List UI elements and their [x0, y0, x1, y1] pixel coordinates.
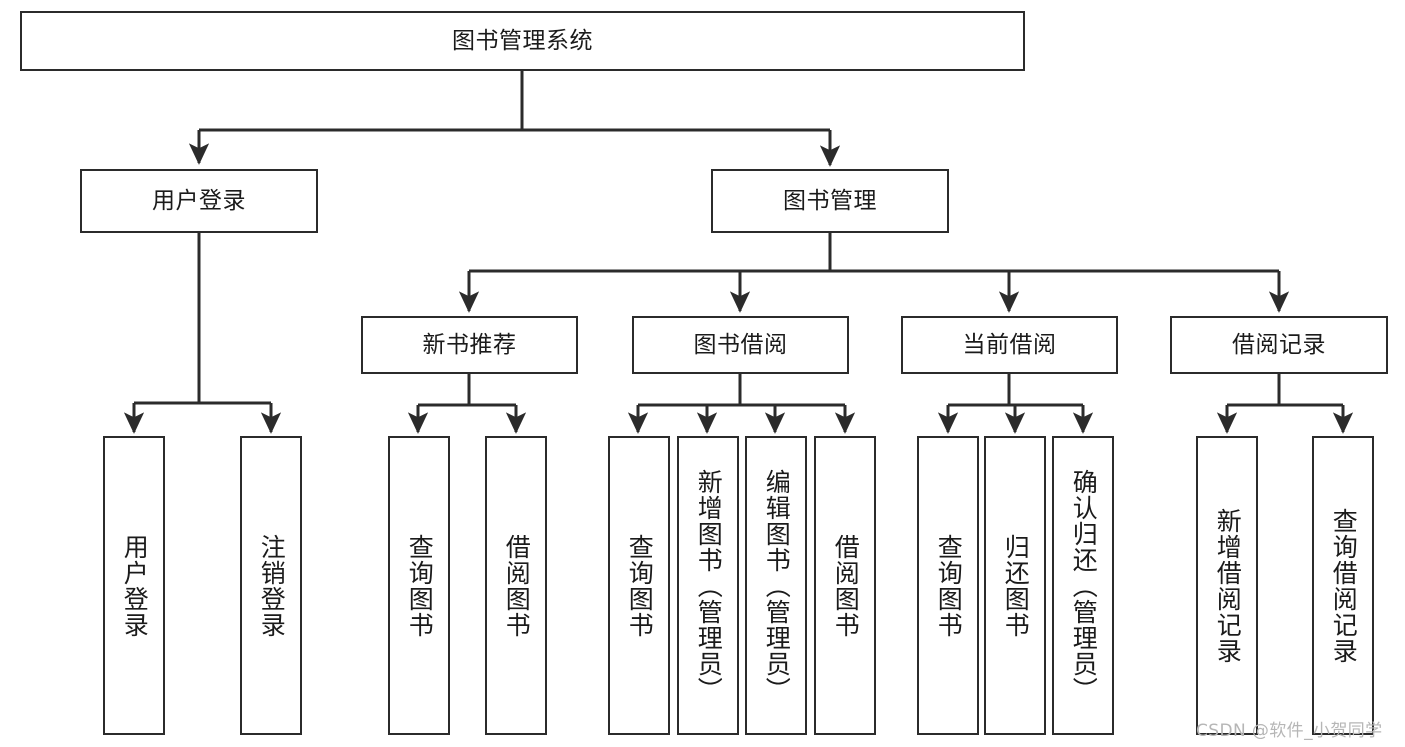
node-leaf-edit-book[interactable]: 编辑图书（管理员）	[745, 436, 807, 735]
node-leaf-add-book[interactable]: 新增图书（管理员）	[677, 436, 739, 735]
node-new-book-rec-label: 新书推荐	[422, 331, 517, 358]
node-book-mgmt[interactable]: 图书管理	[711, 169, 949, 233]
node-leaf-logout-label: 注销登录	[257, 533, 287, 638]
node-leaf-borrow-book-1-label: 借阅图书	[502, 533, 532, 638]
node-leaf-query-book-1-label: 查询图书	[405, 533, 435, 638]
node-new-book-rec[interactable]: 新书推荐	[361, 316, 578, 374]
node-leaf-borrow-book-2-label: 借阅图书	[831, 533, 861, 638]
node-current-borrow[interactable]: 当前借阅	[901, 316, 1118, 374]
node-leaf-add-record-label: 新增借阅记录	[1213, 507, 1243, 664]
node-leaf-edit-book-label: 编辑图书（管理员）	[762, 468, 792, 703]
node-book-borrow[interactable]: 图书借阅	[632, 316, 849, 374]
node-leaf-query-record[interactable]: 查询借阅记录	[1312, 436, 1374, 735]
node-current-borrow-label: 当前借阅	[962, 331, 1057, 358]
node-leaf-confirm-return-label: 确认归还（管理员）	[1069, 468, 1099, 703]
node-leaf-query-book-3[interactable]: 查询图书	[917, 436, 979, 735]
node-leaf-borrow-book-2[interactable]: 借阅图书	[814, 436, 876, 735]
node-leaf-borrow-book-1[interactable]: 借阅图书	[485, 436, 547, 735]
node-leaf-query-record-label: 查询借阅记录	[1329, 507, 1359, 664]
watermark: CSDN @软件_小贺同学	[1196, 721, 1383, 741]
node-book-borrow-label: 图书借阅	[693, 331, 788, 358]
node-leaf-user-login-label: 用户登录	[120, 533, 150, 638]
node-leaf-return-book[interactable]: 归还图书	[984, 436, 1046, 735]
node-leaf-add-book-label: 新增图书（管理员）	[694, 468, 724, 703]
node-user-login[interactable]: 用户登录	[80, 169, 318, 233]
node-leaf-return-book-label: 归还图书	[1001, 533, 1031, 638]
node-book-mgmt-label: 图书管理	[783, 187, 877, 214]
node-leaf-query-book-3-label: 查询图书	[934, 533, 964, 638]
node-leaf-logout[interactable]: 注销登录	[240, 436, 302, 735]
node-user-login-label: 用户登录	[152, 187, 246, 214]
node-leaf-query-book-2[interactable]: 查询图书	[608, 436, 670, 735]
node-borrow-record-label: 借阅记录	[1232, 331, 1326, 358]
node-leaf-query-book-2-label: 查询图书	[625, 533, 655, 638]
node-root-label: 图书管理系统	[452, 27, 593, 54]
node-leaf-user-login[interactable]: 用户登录	[103, 436, 165, 735]
node-leaf-add-record[interactable]: 新增借阅记录	[1196, 436, 1258, 735]
node-borrow-record[interactable]: 借阅记录	[1170, 316, 1388, 374]
node-root[interactable]: 图书管理系统	[20, 11, 1025, 71]
node-leaf-confirm-return[interactable]: 确认归还（管理员）	[1052, 436, 1114, 735]
node-leaf-query-book-1[interactable]: 查询图书	[388, 436, 450, 735]
